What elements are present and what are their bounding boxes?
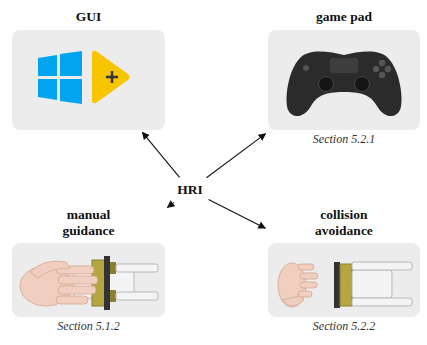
panel-space	[12, 30, 165, 130]
section-ref: Section 5.2.1	[268, 130, 420, 146]
panel-space	[268, 30, 420, 130]
panel-group: GUI	[12, 4, 165, 130]
panel-group: collision avoidanceSection 5.2.2	[268, 203, 420, 333]
panel	[12, 30, 165, 130]
section-ref: Section 5.1.2	[12, 317, 165, 333]
app-logo	[92, 51, 130, 103]
arrow-connector	[209, 199, 266, 228]
panel-group: game padSection 5.2.1	[268, 4, 420, 146]
arrow-connector	[206, 134, 265, 178]
panel-space	[268, 243, 420, 317]
panel	[268, 243, 420, 317]
panel-space	[12, 243, 165, 317]
panel-title: GUI	[76, 9, 102, 25]
hub-text: HRI	[173, 179, 207, 201]
panel	[12, 243, 165, 317]
hub-label: HRI	[173, 179, 207, 201]
arrow-connector	[142, 132, 179, 177]
arrow-connector	[167, 202, 174, 207]
windows-logo	[38, 51, 82, 104]
hand-figure	[278, 263, 318, 307]
section-ref: Section 5.2.2	[268, 317, 420, 333]
hand-figure	[20, 261, 98, 306]
gripper-figure	[334, 262, 412, 308]
panel-title: game pad	[316, 9, 372, 25]
panel	[268, 30, 420, 130]
panel-title: collision avoidance	[303, 207, 385, 239]
panel-title: manual guidance	[48, 207, 130, 239]
panel-group: manual guidanceSection 5.1.2	[12, 203, 165, 333]
gamepad-icon	[287, 52, 402, 116]
